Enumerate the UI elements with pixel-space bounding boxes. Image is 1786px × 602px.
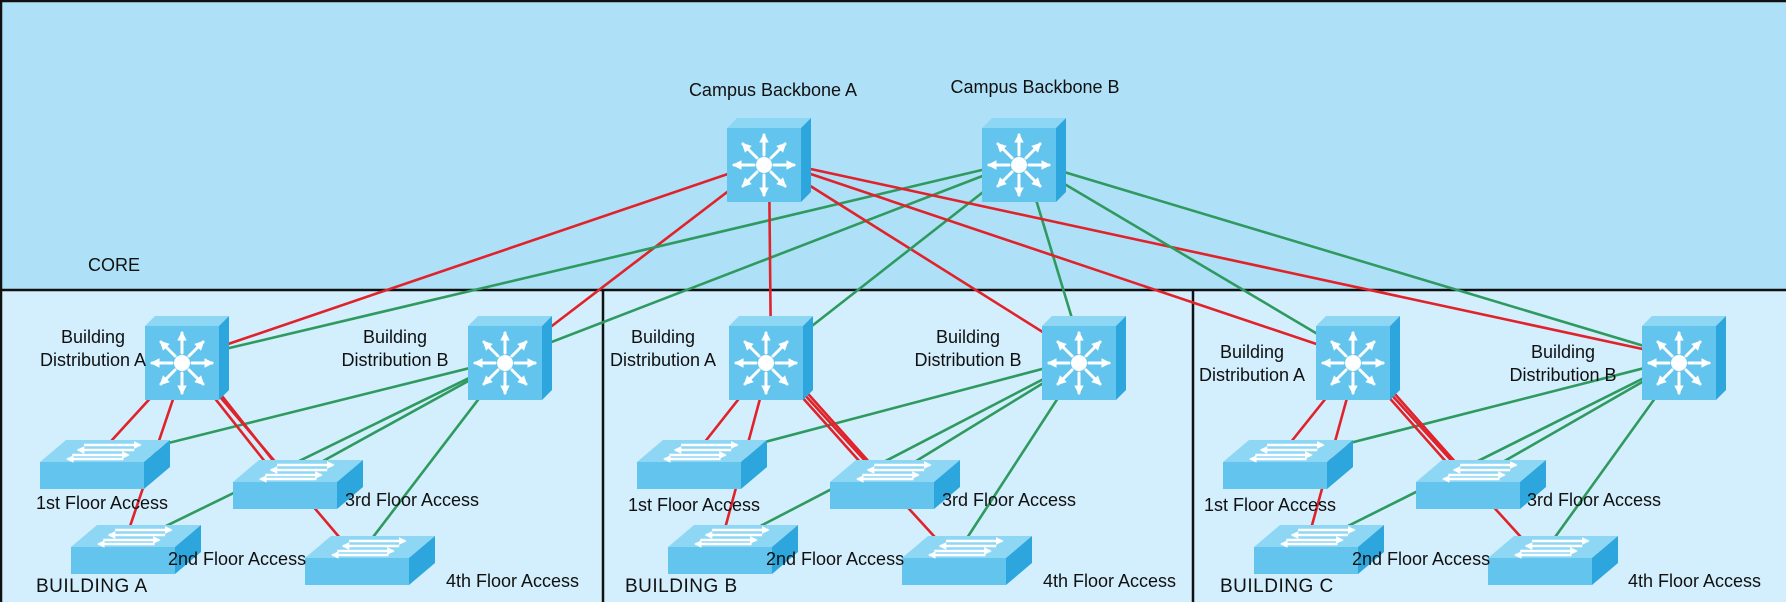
building-c-distribution-a-switch-icon <box>1316 316 1400 400</box>
access-link-dist-b <box>122 356 511 549</box>
building-b-dist-b-label-line1: Building <box>935 327 1001 347</box>
building-b-floor1-label: 1st Floor Access <box>628 495 761 515</box>
building-a-dist-b-label-line2: Distribution B <box>341 350 449 370</box>
building-c-floor1-label: 1st Floor Access <box>1204 495 1337 515</box>
building-b-dist-b-label-line2: Distribution B <box>914 350 1022 370</box>
building-b-floor2-label: 2nd Floor Access <box>766 549 905 569</box>
building-b-floor1-access-switch-icon <box>637 440 767 489</box>
building-a-floor2-access-switch-icon <box>71 525 201 574</box>
building-a-dist-a-label-line2: Distribution A <box>39 350 147 370</box>
building-a-name: BUILDING A <box>36 576 148 597</box>
building-a-floor4-label: 4th Floor Access <box>446 571 580 591</box>
building-b-floor4-label: 4th Floor Access <box>1043 571 1177 591</box>
building-c-dist-b-label-line1: Building <box>1530 342 1596 362</box>
building-c-dist-a-label-line1: Building <box>1219 342 1285 362</box>
building-a-floor1-access-switch-icon <box>40 440 170 489</box>
uplink-backbone-a-to-dist-a <box>768 158 1359 360</box>
access-link-dist-b <box>1305 356 1685 549</box>
building-b-distribution-a-switch-icon <box>729 316 813 400</box>
building-c-name: BUILDING C <box>1220 576 1334 597</box>
building-c-distribution-b-switch-icon <box>1642 316 1726 400</box>
campus-backbone-b-switch-icon <box>982 118 1066 202</box>
building-c-floor3-label: 3rd Floor Access <box>1527 490 1662 510</box>
uplink-backbone-a-to-dist-b <box>768 158 1685 360</box>
building-a-floor3-label: 3rd Floor Access <box>345 490 480 510</box>
building-c-floor4-label: 4th Floor Access <box>1628 571 1762 591</box>
building-a-dist-b-label-line1: Building <box>362 327 428 347</box>
campus-backbone-a-switch-icon <box>727 118 811 202</box>
building-c-dist-a-label-line2: Distribution A <box>1198 365 1306 385</box>
building-b-floor3-label: 3rd Floor Access <box>942 490 1077 510</box>
uplink-backbone-b-to-dist-b <box>1023 158 1685 360</box>
access-link-dist-b <box>719 356 1085 549</box>
campus-backbone-b-label: Campus Backbone B <box>950 77 1120 97</box>
uplink-backbone-b-to-dist-a <box>1023 158 1359 360</box>
building-a-distribution-a-switch-icon <box>145 316 229 400</box>
building-b-floor3-access-switch-icon <box>830 460 960 509</box>
building-a-floor2-label: 2nd Floor Access <box>168 549 307 569</box>
core-label: CORE <box>88 255 141 275</box>
building-a-floor3-access-switch-icon <box>233 460 363 509</box>
uplink-backbone-a-to-dist-b <box>509 158 770 360</box>
uplink-backbone-a-to-dist-a <box>186 158 770 360</box>
building-c-floor2-label: 2nd Floor Access <box>1352 549 1491 569</box>
uplink-backbone-b-to-dist-a <box>186 158 1025 360</box>
building-b-floor4-access-switch-icon <box>902 536 1032 585</box>
building-a-floor4-access-switch-icon <box>305 536 435 585</box>
building-a-dist-a-label-line1: Building <box>60 327 126 347</box>
building-b-distribution-b-switch-icon <box>1042 316 1126 400</box>
building-c-dist-b-label-line2: Distribution B <box>1509 365 1617 385</box>
uplink-backbone-b-to-dist-b <box>509 158 1025 360</box>
building-a-distribution-b-switch-icon <box>468 316 552 400</box>
building-c-floor2-access-switch-icon <box>1254 525 1384 574</box>
building-c-floor1-access-switch-icon <box>1223 440 1353 489</box>
building-b-floor2-access-switch-icon <box>668 525 798 574</box>
building-a-floor1-label: 1st Floor Access <box>36 493 169 513</box>
building-c-floor3-access-switch-icon <box>1416 460 1546 509</box>
building-b-dist-a-label-line2: Distribution A <box>609 350 717 370</box>
campus-backbone-a-label: Campus Backbone A <box>688 80 858 100</box>
building-b-name: BUILDING B <box>625 576 738 597</box>
building-c-floor4-access-switch-icon <box>1488 536 1618 585</box>
core-panel <box>0 0 1786 290</box>
uplink-backbone-a-to-dist-b <box>768 158 1085 360</box>
uplink-backbone-b-to-dist-a <box>770 158 1025 360</box>
building-b-dist-a-label-line1: Building <box>630 327 696 347</box>
